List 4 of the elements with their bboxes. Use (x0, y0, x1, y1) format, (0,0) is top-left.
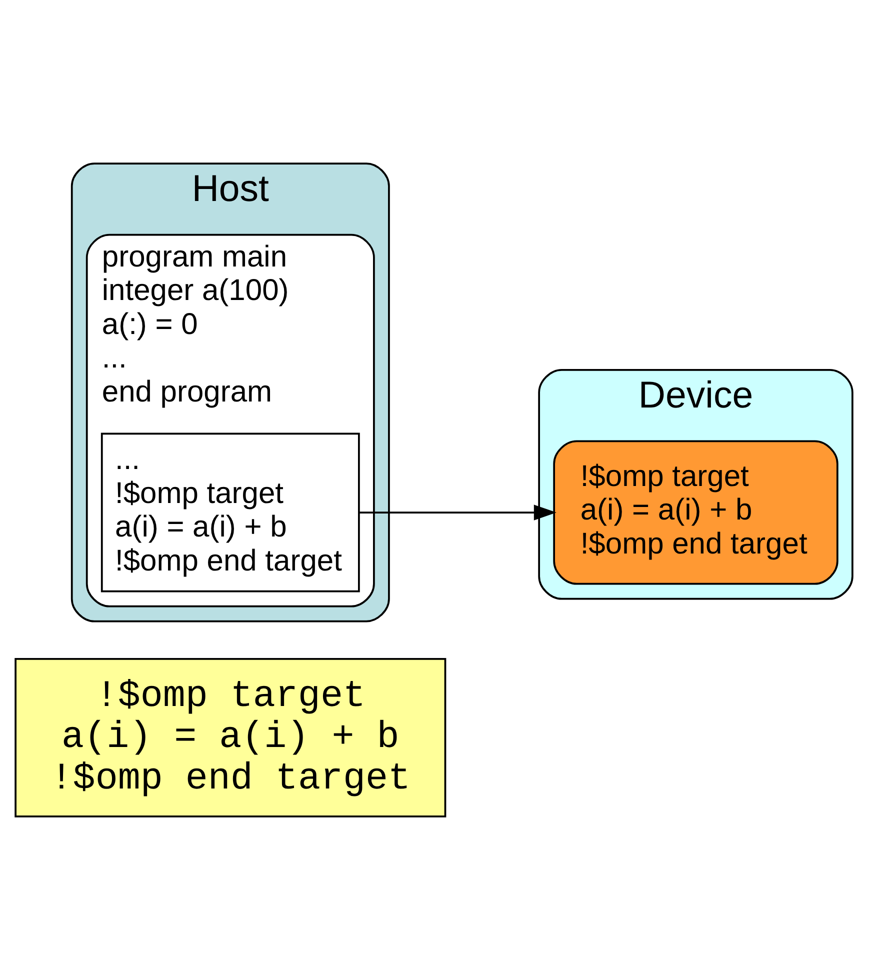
arrow (359, 504, 556, 520)
node-box: !$omp target a(i) = a(i) + b !$omp end target (14, 657, 446, 817)
node-box: !$omp target a(i) = a(i) + b !$omp end target (553, 440, 838, 584)
node-box: ... !$omp target a(i) = a(i) + b !$omp end target (100, 432, 360, 592)
